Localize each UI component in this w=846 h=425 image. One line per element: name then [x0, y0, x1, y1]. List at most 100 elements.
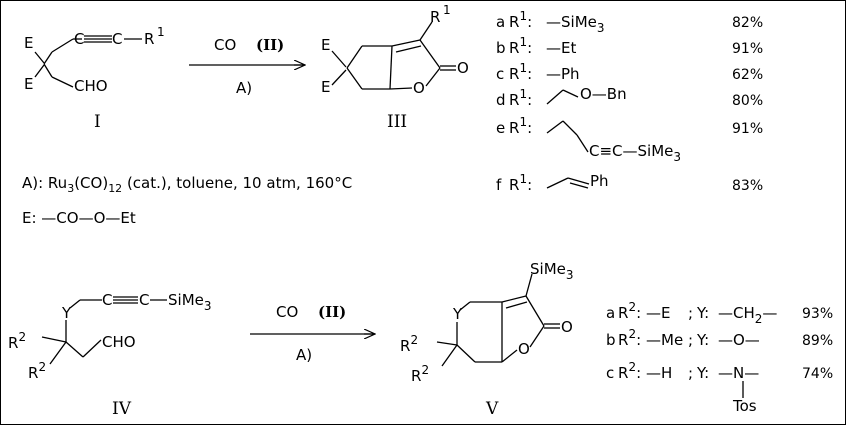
bond	[419, 21, 433, 41]
y-value: —O—	[718, 331, 760, 349]
label-R2: R2:	[618, 327, 641, 349]
bond	[525, 295, 545, 327]
substituent-R2-upper: R2	[8, 330, 26, 352]
atom-C: C	[112, 30, 122, 48]
superscript-1: 1	[443, 3, 451, 17]
bond	[51, 38, 74, 53]
row-letter: e	[496, 119, 505, 137]
catalyst-ref: (II)	[318, 303, 346, 321]
chain-drawing-f	[546, 177, 590, 189]
label-R: R1:	[509, 87, 532, 109]
bond	[419, 39, 441, 69]
atom-O-ring: O	[413, 79, 425, 97]
bond	[82, 339, 102, 358]
substituent-R2-lower: R2	[28, 360, 46, 382]
double-bond	[395, 45, 422, 53]
double-bond	[501, 295, 527, 303]
atom-E-upper: E	[321, 36, 330, 54]
conditions-footnote: A): Ru3(CO)12 (cat.), toluene, 10 atm, 1…	[22, 174, 352, 227]
superscript-1: 1	[157, 25, 165, 39]
group-SiMe3: SiMe3	[530, 260, 574, 282]
bond	[501, 349, 518, 363]
bond	[346, 67, 363, 90]
reagent-CO: CO	[214, 36, 236, 54]
bond	[389, 87, 413, 90]
row-letter: f	[496, 176, 502, 194]
compound-label-I: I	[94, 112, 101, 132]
svg-text:A): Ru3(CO)12 (cat.), toluene,: A): Ru3(CO)12 (cat.), toluene, 10 atm, 1…	[22, 174, 352, 195]
conditions-suffix: (cat.), toluene, 10 atm, 160°C	[122, 174, 352, 192]
yield-percent: 89%	[802, 333, 833, 349]
compound-label-III: III	[387, 112, 407, 132]
label-R: R1:	[509, 61, 532, 83]
atom-O-carbonyl: O	[561, 318, 573, 336]
separator: ;	[688, 364, 693, 382]
atom-E-lower: E	[24, 75, 33, 93]
substituent-R2-upper: R2	[400, 333, 418, 355]
substituent-value: O—Bn	[580, 85, 627, 103]
reagent-CO: CO	[276, 303, 298, 321]
substituent-R1: R	[144, 30, 154, 48]
atom-O-ring: O	[518, 340, 530, 358]
row-letter: b	[606, 331, 616, 349]
subscript: 3	[67, 182, 74, 195]
label-R: R1:	[509, 9, 532, 31]
reaction-arrow-top: CO (II) A)	[189, 36, 305, 97]
bond	[529, 325, 545, 348]
bond	[459, 301, 471, 311]
separator: ;	[688, 331, 693, 349]
yield-percent: 74%	[802, 366, 833, 382]
double-bond	[391, 39, 421, 47]
chain-drawing-d	[546, 89, 579, 105]
label-Y: Y:	[696, 364, 709, 382]
bond	[436, 341, 458, 346]
subscript: 12	[108, 182, 122, 195]
bond	[69, 299, 81, 309]
separator: ;	[688, 304, 693, 322]
bond	[425, 67, 441, 87]
atom-Y: Y	[452, 305, 463, 323]
conditions-ref: A)	[296, 346, 312, 364]
atom-C: C	[74, 30, 84, 48]
catalyst-ref: (II)	[256, 36, 284, 54]
row-letter: c	[606, 364, 614, 382]
conditions-mid: (CO)	[74, 174, 108, 192]
compound-label-IV: IV	[112, 399, 132, 419]
yield-percent: 82%	[732, 15, 763, 31]
row-letter: c	[496, 65, 504, 83]
chain-drawing-e	[546, 120, 589, 153]
row-letter: b	[496, 39, 506, 57]
bond	[34, 64, 45, 78]
r2-value: —H	[646, 364, 672, 382]
row-letter: a	[496, 13, 505, 31]
row-letter: d	[496, 91, 506, 109]
bond	[525, 273, 533, 297]
group-CHO: CHO	[74, 77, 108, 95]
ring-fusion-bond	[389, 45, 393, 90]
group-Tos: Tos	[732, 397, 757, 415]
yield-percent: 91%	[732, 121, 763, 137]
r2-value: —Me	[646, 331, 683, 349]
substituent-value: C≡C—SiMe3	[589, 142, 681, 164]
conditions-prefix: A): Ru	[22, 174, 67, 192]
group-SiMe3: SiMe	[168, 291, 204, 309]
yield-percent: 83%	[732, 178, 763, 194]
label-R2: R2:	[618, 360, 641, 382]
compound-III-structure: E E R 1 O O III	[321, 3, 469, 132]
svg-text:SiMe3: SiMe3	[168, 291, 212, 313]
label-R: R1:	[509, 115, 532, 137]
substituent-R2-lower: R2	[411, 363, 429, 385]
bond	[65, 341, 84, 358]
y-value: —N—	[718, 364, 759, 382]
atom-Y: Y	[61, 304, 72, 322]
atom-E-lower: E	[321, 78, 330, 96]
bond	[49, 341, 67, 365]
substituent-R1: R	[430, 8, 440, 26]
